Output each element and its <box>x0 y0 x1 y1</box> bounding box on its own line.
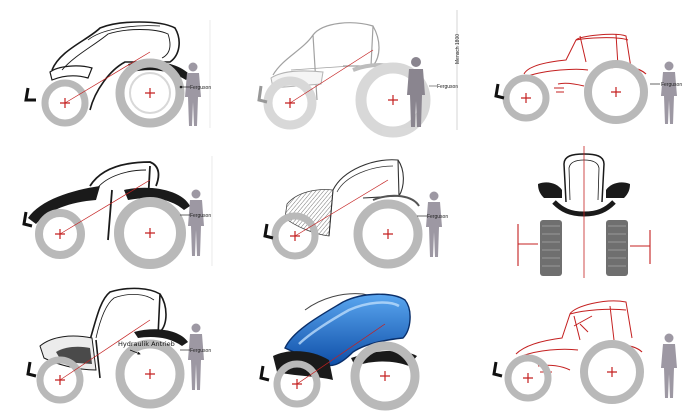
tractor-sketch-r3c1: Hydraulik Antrieb Ferguson <box>0 280 233 420</box>
human-label: Ferguson <box>661 82 682 88</box>
red-guide-line <box>59 179 151 235</box>
human-marker: Ferguson <box>179 85 211 91</box>
cab-outline <box>272 22 380 101</box>
fender <box>372 194 420 207</box>
front-wheel <box>504 354 552 402</box>
front-wheel <box>263 76 317 130</box>
axle-cross <box>285 95 398 108</box>
rear-wheel <box>115 58 185 128</box>
human-figure <box>661 333 677 398</box>
rear-wheel <box>580 340 644 404</box>
front-weight <box>24 87 36 102</box>
bold-fender-right <box>606 182 630 198</box>
human-figure <box>407 57 425 127</box>
tractor-front-view <box>466 140 699 280</box>
human-marker: Ferguson <box>417 214 448 220</box>
axle-cross <box>523 367 617 383</box>
red-guide-line <box>64 51 151 104</box>
human-marker: Ferguson <box>429 84 458 90</box>
rear-wheel <box>355 62 431 138</box>
bold-fender-left <box>538 182 562 198</box>
cab-outline <box>89 161 160 241</box>
red-guide-line <box>296 323 386 385</box>
right-tire <box>606 220 628 276</box>
human-label: Ferguson <box>437 84 458 90</box>
tractor-sketch-r1c3: Ferguson <box>466 0 699 140</box>
left-tire <box>540 220 562 276</box>
human-marker: Ferguson <box>180 213 211 219</box>
human-figure <box>188 323 204 390</box>
tractor-sketch-r1c1: Ferguson <box>0 0 233 140</box>
front-hood <box>49 65 93 81</box>
blue-highlight <box>298 301 400 345</box>
rear-wheel <box>115 339 185 409</box>
cab-outline <box>328 159 404 237</box>
human-figure <box>185 62 201 126</box>
human-figure <box>426 191 442 257</box>
axle-cross <box>55 228 155 239</box>
annotation-text: Hydraulik Antrieb <box>118 340 175 348</box>
human-figure <box>188 189 204 256</box>
bold-fender <box>124 187 190 210</box>
tractor-sketch-r2c2: Ferguson <box>233 140 466 280</box>
axle-cross <box>290 229 393 241</box>
front-wheel <box>502 74 550 122</box>
track-dimension <box>517 224 651 266</box>
red-guide-line <box>289 49 374 104</box>
tractor-sketch-r1c2: Ferguson Mensch 1800 <box>233 0 466 140</box>
front-wheel <box>36 356 84 404</box>
human-label: Ferguson <box>190 85 211 91</box>
cab-outline <box>89 287 167 379</box>
front-wheel <box>271 212 319 260</box>
axle-cross <box>521 87 621 103</box>
front-hood <box>28 186 100 224</box>
cab-outline <box>523 33 632 93</box>
rear-wheel <box>350 341 420 411</box>
human-label: Ferguson <box>427 214 448 220</box>
axle-cross <box>292 371 390 389</box>
tractor-sketch-r3c3 <box>466 280 699 420</box>
tractor-sketch-r2c1: Ferguson <box>0 140 233 280</box>
front-wheel <box>273 360 321 408</box>
human-figure <box>661 61 677 124</box>
rear-wheel <box>114 197 186 269</box>
rear-wheel <box>584 60 648 124</box>
red-guide-line <box>294 179 389 237</box>
front-wheel <box>41 79 89 127</box>
front-wheel <box>35 209 85 259</box>
cab-outline <box>51 21 180 111</box>
human-label: Ferguson <box>190 348 211 354</box>
axle-cross <box>55 369 155 385</box>
annotation-arrow <box>129 349 141 355</box>
red-guide-line <box>59 319 151 381</box>
human-marker: Ferguson <box>650 82 682 88</box>
axle-cross <box>60 88 155 108</box>
human-label: Ferguson <box>190 213 211 219</box>
human-marker: Ferguson <box>180 348 211 354</box>
bold-fender <box>134 329 188 346</box>
rear-wheel <box>353 199 423 269</box>
side-label: Mensch 1800 <box>455 34 461 64</box>
tractor-sketch-r3c2 <box>233 280 466 420</box>
